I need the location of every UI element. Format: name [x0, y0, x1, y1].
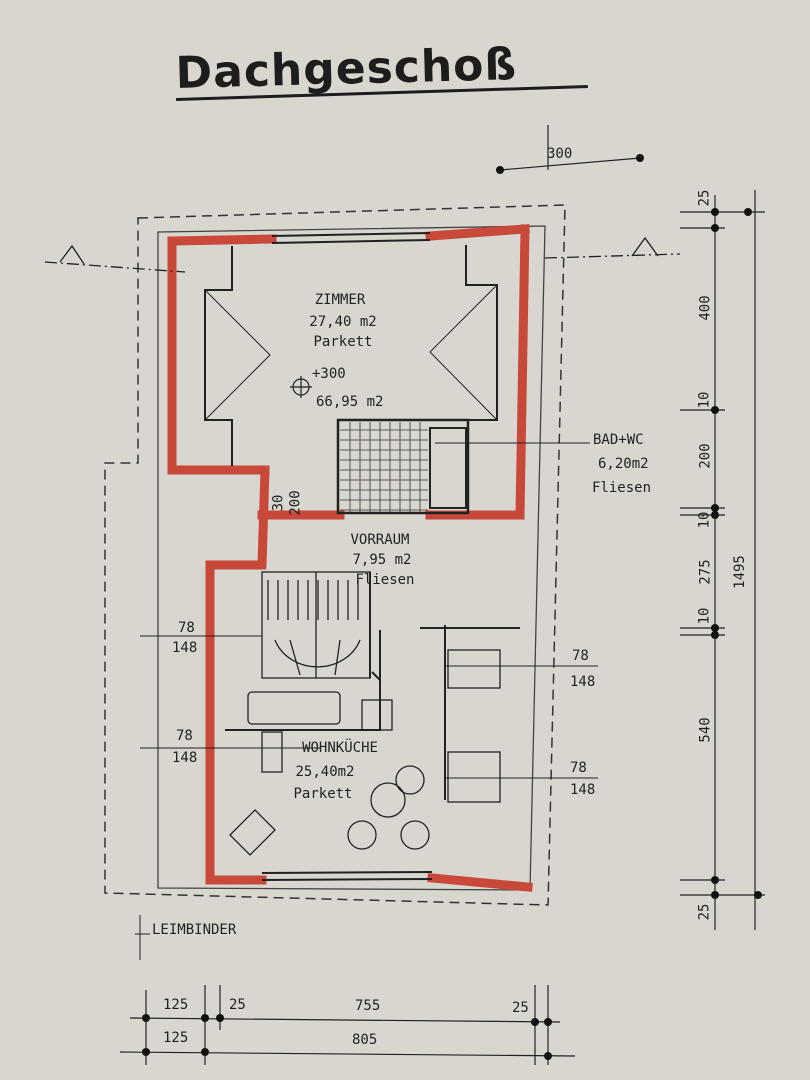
- section-markers: [44, 236, 681, 273]
- bottom-dim-row1-2: 25: [229, 997, 246, 1013]
- bottom-dim-row1-1: 125: [163, 997, 189, 1013]
- bottom-dim-row2-1: 125: [163, 1030, 189, 1046]
- room-zimmer-level: +300: [312, 366, 346, 382]
- window-dim-1-h: 148: [172, 640, 198, 656]
- room-vorraum-name: VORRAUM: [350, 532, 410, 548]
- window-dim-3-h: 148: [172, 750, 198, 766]
- room-zimmer-volume: 66,95 m2: [316, 394, 384, 410]
- window-dim-3-w: 78: [176, 728, 193, 744]
- walls: [167, 224, 533, 892]
- bottom-dim-row2-2: 805: [352, 1032, 378, 1048]
- staircase: [261, 571, 371, 679]
- leader-lines: [135, 442, 598, 960]
- right-dim-seg-9: 25: [696, 903, 713, 921]
- door-dim-a: 30: [270, 494, 287, 512]
- right-dim-seg-2: 400: [697, 295, 714, 321]
- right-dimension-dots: [496, 154, 762, 899]
- room-vorraum-area: 7,95 m2: [352, 552, 412, 568]
- door-dim-b: 200: [287, 490, 304, 516]
- leimbinder-label: LEIMBINDER: [152, 922, 237, 938]
- right-dim-seg-6: 275: [697, 559, 714, 585]
- window-dim-2-w: 78: [572, 648, 589, 664]
- room-bad-floor: Fliesen: [592, 480, 652, 496]
- bath-tiles: [340, 422, 428, 512]
- room-wohnkueche-area: 25,40m2: [295, 764, 355, 780]
- bottom-dim-row1-3: 755: [355, 998, 381, 1014]
- bottom-dimension-dots: [142, 1014, 552, 1060]
- room-bad-name: BAD+WC: [593, 432, 644, 448]
- window-dim-2-h: 148: [570, 674, 596, 690]
- window-dim-4-w: 78: [570, 760, 587, 776]
- right-dim-seg-3: 10: [696, 391, 713, 409]
- right-dim-seg-1: 25: [696, 189, 713, 207]
- right-dim-top: 300: [547, 146, 573, 162]
- window-dim-4-h: 148: [570, 782, 596, 798]
- right-dim-total: 1495: [731, 555, 748, 589]
- right-dim-seg-5: 10: [696, 511, 713, 529]
- room-vorraum-floor: Fliesen: [355, 572, 415, 588]
- roof-outline: [104, 204, 566, 906]
- room-zimmer-floor: Parkett: [313, 334, 373, 350]
- window-dim-1-w: 78: [178, 620, 195, 636]
- bottom-dim-row1-4: 25: [512, 1000, 529, 1016]
- furniture: [229, 649, 501, 856]
- right-dim-seg-7: 10: [696, 607, 713, 625]
- room-wohnkueche-floor: Parkett: [293, 786, 353, 802]
- room-zimmer-area: 27,40 m2: [309, 314, 377, 330]
- right-dimension-lines: [499, 125, 765, 930]
- interior-lines: [204, 232, 520, 881]
- room-zimmer-name: ZIMMER: [314, 292, 366, 308]
- room-bad-area: 6,20m2: [598, 456, 649, 472]
- right-dim-seg-8: 540: [697, 717, 714, 743]
- right-dim-seg-4: 200: [697, 443, 714, 469]
- level-marker: [290, 376, 312, 398]
- room-wohnkueche-name: WOHNKÜCHE: [302, 740, 378, 756]
